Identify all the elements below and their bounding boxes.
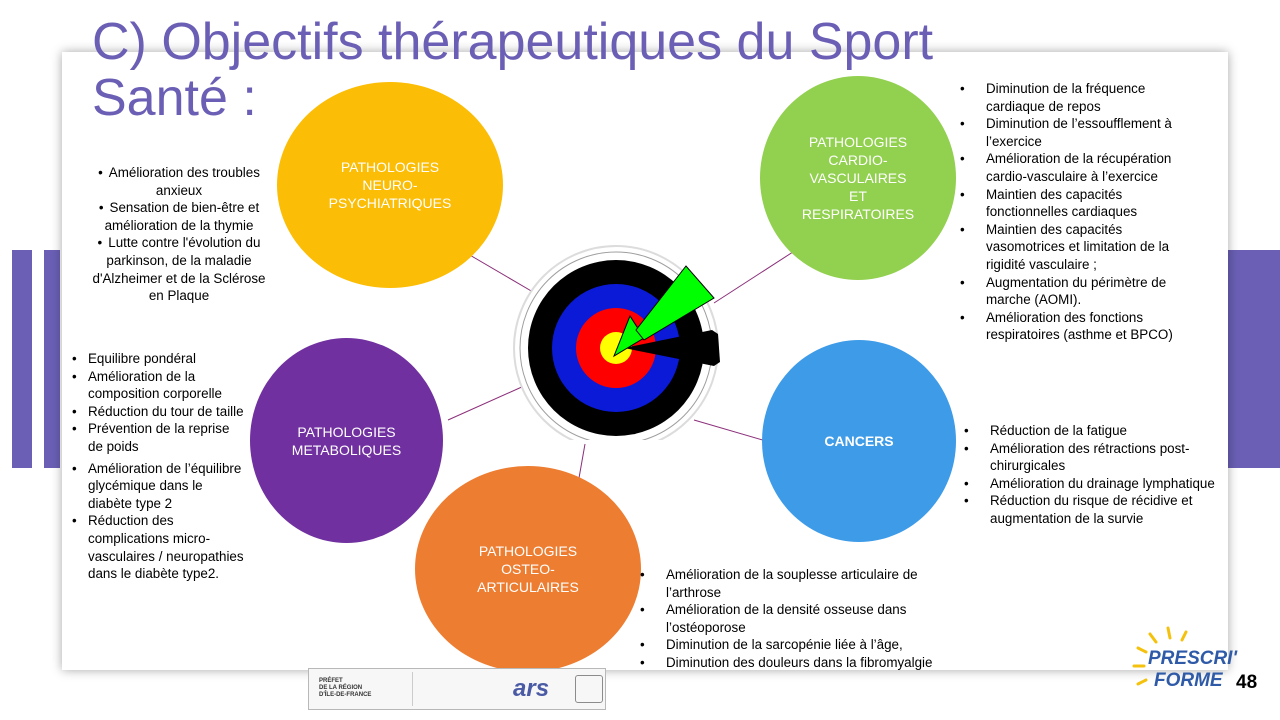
list-item: Amélioration des rétractions post-chirur… bbox=[960, 440, 1238, 475]
list-item: Amélioration du drainage lymphatique bbox=[960, 475, 1238, 493]
ars-logo: ars bbox=[513, 675, 550, 702]
node-cardio: PATHOLOGIES CARDIO- VASCULAIRES ET RESPI… bbox=[760, 76, 956, 280]
list-item: Maintien des capacités vasomotrices et l… bbox=[956, 221, 1204, 274]
page-title: C) Objectifs thérapeutiques du Sport San… bbox=[92, 13, 934, 127]
list-item: Amélioration de la densité osseuse dans … bbox=[636, 601, 960, 636]
list-item: Réduction de la fatigue bbox=[960, 422, 1238, 440]
node-metabolic: PATHOLOGIES METABOLIQUES bbox=[250, 338, 443, 543]
node-neuro: PATHOLOGIES NEURO- PSYCHIATRIQUES bbox=[277, 82, 503, 288]
prefet-logo: PRÉFET DE LA RÉGION D'ÎLE-DE-FRANCE bbox=[313, 672, 413, 706]
list-item: Réduction des complications micro-vascul… bbox=[70, 512, 246, 582]
list-item: Diminution de la sarcopénie liée à l’âge… bbox=[636, 636, 960, 654]
drjscs-logo bbox=[413, 672, 513, 706]
node-cancer: CANCERS bbox=[762, 340, 956, 542]
list-item: Diminution de la fréquence cardiaque de … bbox=[956, 80, 1204, 115]
list-item: Amélioration de la composition corporell… bbox=[70, 368, 246, 403]
page-number: 48 bbox=[1236, 672, 1258, 693]
list-item: Maintien des capacités fonctionnelles ca… bbox=[956, 186, 1204, 221]
list-cardio: Diminution de la fréquence cardiaque de … bbox=[956, 80, 1204, 344]
list-item: Sensation de bien-être et amélioration d… bbox=[74, 199, 274, 234]
connector-neuro bbox=[467, 253, 534, 293]
connector-metabolic bbox=[447, 385, 525, 421]
target-icon bbox=[513, 245, 720, 440]
list-item: Amélioration des fonctions respiratoires… bbox=[956, 309, 1204, 344]
node-osteo: PATHOLOGIES OSTEO- ARTICULAIRES bbox=[415, 466, 641, 672]
node-metabolic-label: PATHOLOGIES METABOLIQUES bbox=[291, 423, 402, 458]
connector-cancer bbox=[693, 419, 767, 442]
list-item: Diminution de l’essoufflement à l’exerci… bbox=[956, 115, 1204, 150]
list-item: Lutte contre l'évolution du parkinson, d… bbox=[74, 234, 274, 304]
partner-logos: PRÉFET DE LA RÉGION D'ÎLE-DE-FRANCE ars bbox=[308, 668, 606, 710]
list-item: Augmentation du périmètre de marche (AOM… bbox=[956, 274, 1204, 309]
node-osteo-label: PATHOLOGIES OSTEO- ARTICULAIRES bbox=[477, 543, 579, 595]
list-item: Réduction du risque de récidive et augme… bbox=[960, 492, 1238, 527]
node-cardio-label: PATHOLOGIES CARDIO- VASCULAIRES ET RESPI… bbox=[801, 134, 915, 222]
left-bar-1 bbox=[12, 250, 32, 468]
list-item: Réduction du tour de taille bbox=[70, 403, 246, 421]
list-item: Amélioration de la récupération cardio-v… bbox=[956, 150, 1204, 185]
prescriforme-logo: PRESCRI' FORME bbox=[1132, 626, 1238, 691]
connector-cardio bbox=[713, 249, 797, 304]
list-item: Diminution des douleurs dans la fibromya… bbox=[636, 654, 960, 672]
prescriforme-top: PRESCRI' bbox=[1148, 648, 1238, 669]
list-osteo: Amélioration de la souplesse articulaire… bbox=[636, 566, 960, 672]
node-neuro-label: PATHOLOGIES NEURO- PSYCHIATRIQUES bbox=[328, 159, 452, 211]
list-item: Amélioration de la souplesse articulaire… bbox=[636, 566, 960, 601]
list-item: Amélioration de l’équilibre glycémique d… bbox=[70, 460, 246, 513]
node-cancer-label: CANCERS bbox=[824, 433, 894, 449]
list-item: Amélioration des troubles anxieux bbox=[74, 164, 274, 199]
list-metabolic: Equilibre pondéral Amélioration de la co… bbox=[70, 350, 246, 583]
prescriforme-bottom: FORME bbox=[1154, 670, 1224, 691]
seal-logo bbox=[575, 675, 603, 703]
list-item: Equilibre pondéral bbox=[70, 350, 246, 368]
connector-osteo bbox=[578, 443, 586, 479]
list-item: Prévention de la reprise de poids bbox=[70, 420, 246, 455]
left-bar-2 bbox=[44, 250, 60, 468]
list-neuro: Amélioration des troubles anxieux Sensat… bbox=[74, 164, 274, 305]
list-cancer: Réduction de la fatigue Amélioration des… bbox=[960, 422, 1238, 528]
